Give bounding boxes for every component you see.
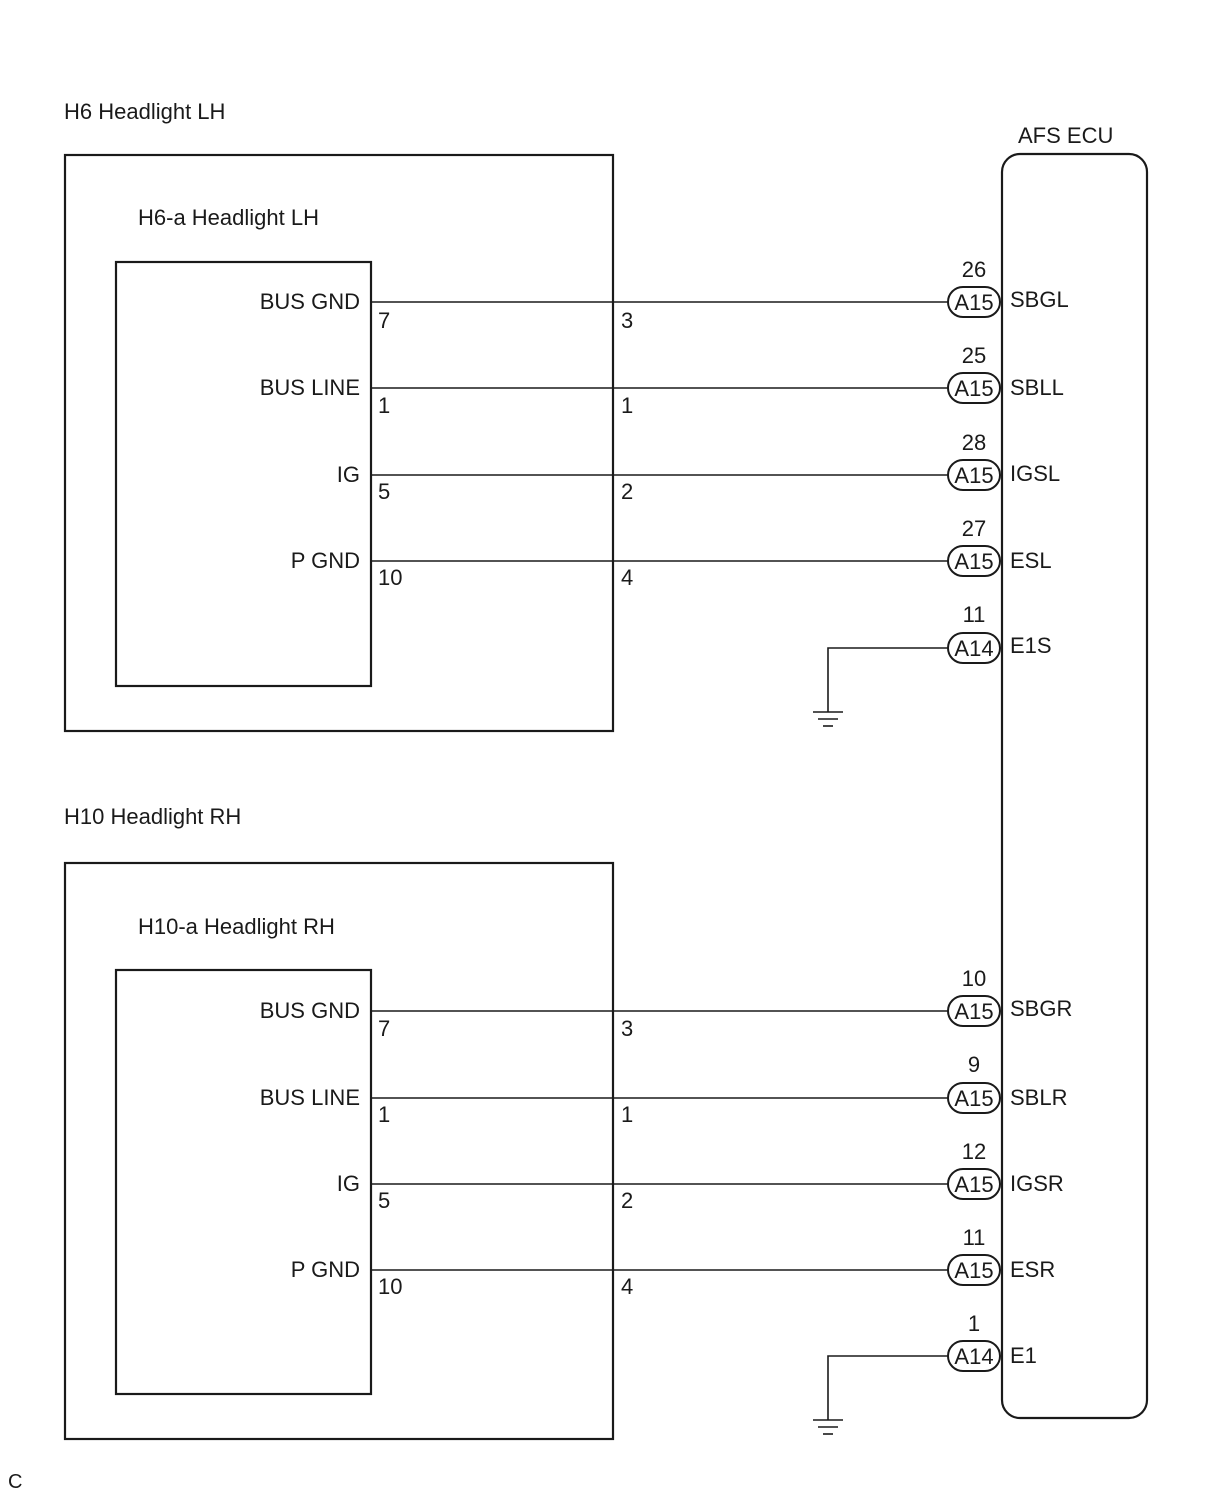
connector-code: A15 bbox=[954, 1172, 993, 1197]
headlight-lh-outer-label: H6 Headlight LH bbox=[64, 99, 225, 124]
connector-code: A15 bbox=[954, 290, 993, 315]
connector-oval bbox=[947, 995, 1001, 1027]
ecu-terminal-name: ESL bbox=[1010, 548, 1052, 573]
outer-pin-number: 3 bbox=[621, 308, 633, 333]
ecu-pin-number: 27 bbox=[962, 516, 986, 541]
ecu-pin-number: 9 bbox=[968, 1052, 980, 1077]
connector-code: A14 bbox=[954, 1344, 993, 1369]
ecu-terminal-name: SBLL bbox=[1010, 375, 1064, 400]
inner-pin-number: 7 bbox=[378, 308, 390, 333]
footer-mark: C bbox=[8, 1471, 22, 1493]
inner-pin-number: 1 bbox=[378, 393, 390, 418]
ecu-pin-number: 1 bbox=[968, 1311, 980, 1336]
connector-oval bbox=[947, 459, 1001, 491]
signal-label: IG bbox=[337, 1171, 360, 1196]
signal-label: P GND bbox=[291, 1257, 360, 1282]
connector-oval bbox=[947, 1340, 1001, 1372]
ecu-terminal-name: E1S bbox=[1010, 633, 1052, 658]
connector-code: A15 bbox=[954, 1258, 993, 1283]
inner-pin-number: 1 bbox=[378, 1102, 390, 1127]
inner-pin-number: 10 bbox=[378, 1274, 402, 1299]
headlight-lh-outer-box bbox=[63, 153, 615, 733]
signal-label: IG bbox=[337, 462, 360, 487]
outer-pin-number: 4 bbox=[621, 1274, 633, 1299]
ecu-pin-number: 10 bbox=[962, 966, 986, 991]
ground-wire bbox=[827, 647, 948, 712]
ecu-terminal-name: ESR bbox=[1010, 1257, 1055, 1282]
headlight-rh-inner-box bbox=[114, 968, 373, 1396]
ecu-label: AFS ECU bbox=[1018, 123, 1113, 148]
circuit-rh-p-gnd: P GND 10 4 11 A15 ESR bbox=[291, 1225, 1056, 1299]
outer-pin-number: 4 bbox=[621, 565, 633, 590]
connector-oval bbox=[947, 1254, 1001, 1286]
connector-oval bbox=[947, 286, 1001, 318]
connector-code: A15 bbox=[954, 549, 993, 574]
ecu-pin-number: 11 bbox=[963, 1225, 986, 1250]
headlight-lh-inner-box bbox=[114, 260, 373, 688]
circuit-rh-bus-line: BUS LINE 1 1 9 A15 SBLR bbox=[260, 1052, 1068, 1127]
circuit-lh-ig: IG 5 2 28 A15 IGSL bbox=[337, 430, 1060, 504]
outer-pin-number: 2 bbox=[621, 479, 633, 504]
connector-code: A15 bbox=[954, 1086, 993, 1111]
inner-pin-number: 5 bbox=[378, 1188, 390, 1213]
ground-rh: 1 A14 E1 bbox=[813, 1311, 1037, 1435]
circuit-rh-bus-gnd: BUS GND 7 3 10 A15 SBGR bbox=[260, 966, 1073, 1041]
connector-code: A14 bbox=[954, 636, 993, 661]
connector-code: A15 bbox=[954, 999, 993, 1024]
ecu-terminal-name: IGSR bbox=[1010, 1171, 1064, 1196]
circuit-lh-bus-line: BUS LINE 1 1 25 A15 SBLL bbox=[260, 343, 1064, 418]
headlight-lh-inner-label: H6-a Headlight LH bbox=[138, 205, 319, 230]
ecu-pin-number: 26 bbox=[962, 257, 986, 282]
ecu-pin-number: 12 bbox=[962, 1139, 986, 1164]
ground-lh: 11 A14 E1S bbox=[813, 602, 1052, 727]
outer-pin-number: 2 bbox=[621, 1188, 633, 1213]
ground-icon bbox=[813, 1419, 843, 1435]
circuit-lh-bus-gnd: BUS GND 7 3 26 A15 SBGL bbox=[260, 257, 1069, 333]
ecu-terminal-name: IGSL bbox=[1010, 461, 1060, 486]
headlight-rh-group: H10 Headlight RH H10-a Headlight RH BUS … bbox=[63, 804, 1073, 1441]
ecu-terminal-name: SBGL bbox=[1010, 287, 1069, 312]
circuit-lh-p-gnd: P GND 10 4 27 A15 ESL bbox=[291, 516, 1052, 590]
outer-pin-number: 1 bbox=[621, 393, 633, 418]
ecu-terminal-name: SBLR bbox=[1010, 1085, 1067, 1110]
connector-code: A15 bbox=[954, 463, 993, 488]
signal-label: P GND bbox=[291, 548, 360, 573]
signal-label: BUS GND bbox=[260, 998, 360, 1023]
connector-code: A15 bbox=[954, 376, 993, 401]
ground-wire bbox=[827, 1355, 948, 1420]
ecu-pin-number: 11 bbox=[963, 602, 986, 627]
signal-label: BUS GND bbox=[260, 289, 360, 314]
headlight-rh-outer-box bbox=[63, 861, 615, 1441]
ground-icon bbox=[813, 711, 843, 727]
inner-pin-number: 7 bbox=[378, 1016, 390, 1041]
ecu-pin-number: 25 bbox=[962, 343, 986, 368]
signal-label: BUS LINE bbox=[260, 375, 360, 400]
connector-oval bbox=[947, 1168, 1001, 1200]
signal-label: BUS LINE bbox=[260, 1085, 360, 1110]
outer-pin-number: 1 bbox=[621, 1102, 633, 1127]
inner-pin-number: 5 bbox=[378, 479, 390, 504]
headlight-lh-group: H6 Headlight LH H6-a Headlight LH BUS GN… bbox=[63, 99, 1069, 733]
ecu-terminal-name: E1 bbox=[1010, 1343, 1037, 1368]
circuit-rh-ig: IG 5 2 12 A15 IGSR bbox=[337, 1139, 1064, 1213]
ecu-pin-number: 28 bbox=[962, 430, 986, 455]
headlight-rh-outer-label: H10 Headlight RH bbox=[64, 804, 241, 829]
inner-pin-number: 10 bbox=[378, 565, 402, 590]
headlight-rh-inner-label: H10-a Headlight RH bbox=[138, 914, 335, 939]
connector-oval bbox=[947, 1082, 1001, 1114]
ecu-terminal-name: SBGR bbox=[1010, 996, 1072, 1021]
connector-oval bbox=[947, 372, 1001, 404]
ecu-body bbox=[1000, 152, 1149, 1420]
connector-oval bbox=[947, 545, 1001, 577]
connector-oval bbox=[947, 632, 1001, 664]
outer-pin-number: 3 bbox=[621, 1016, 633, 1041]
